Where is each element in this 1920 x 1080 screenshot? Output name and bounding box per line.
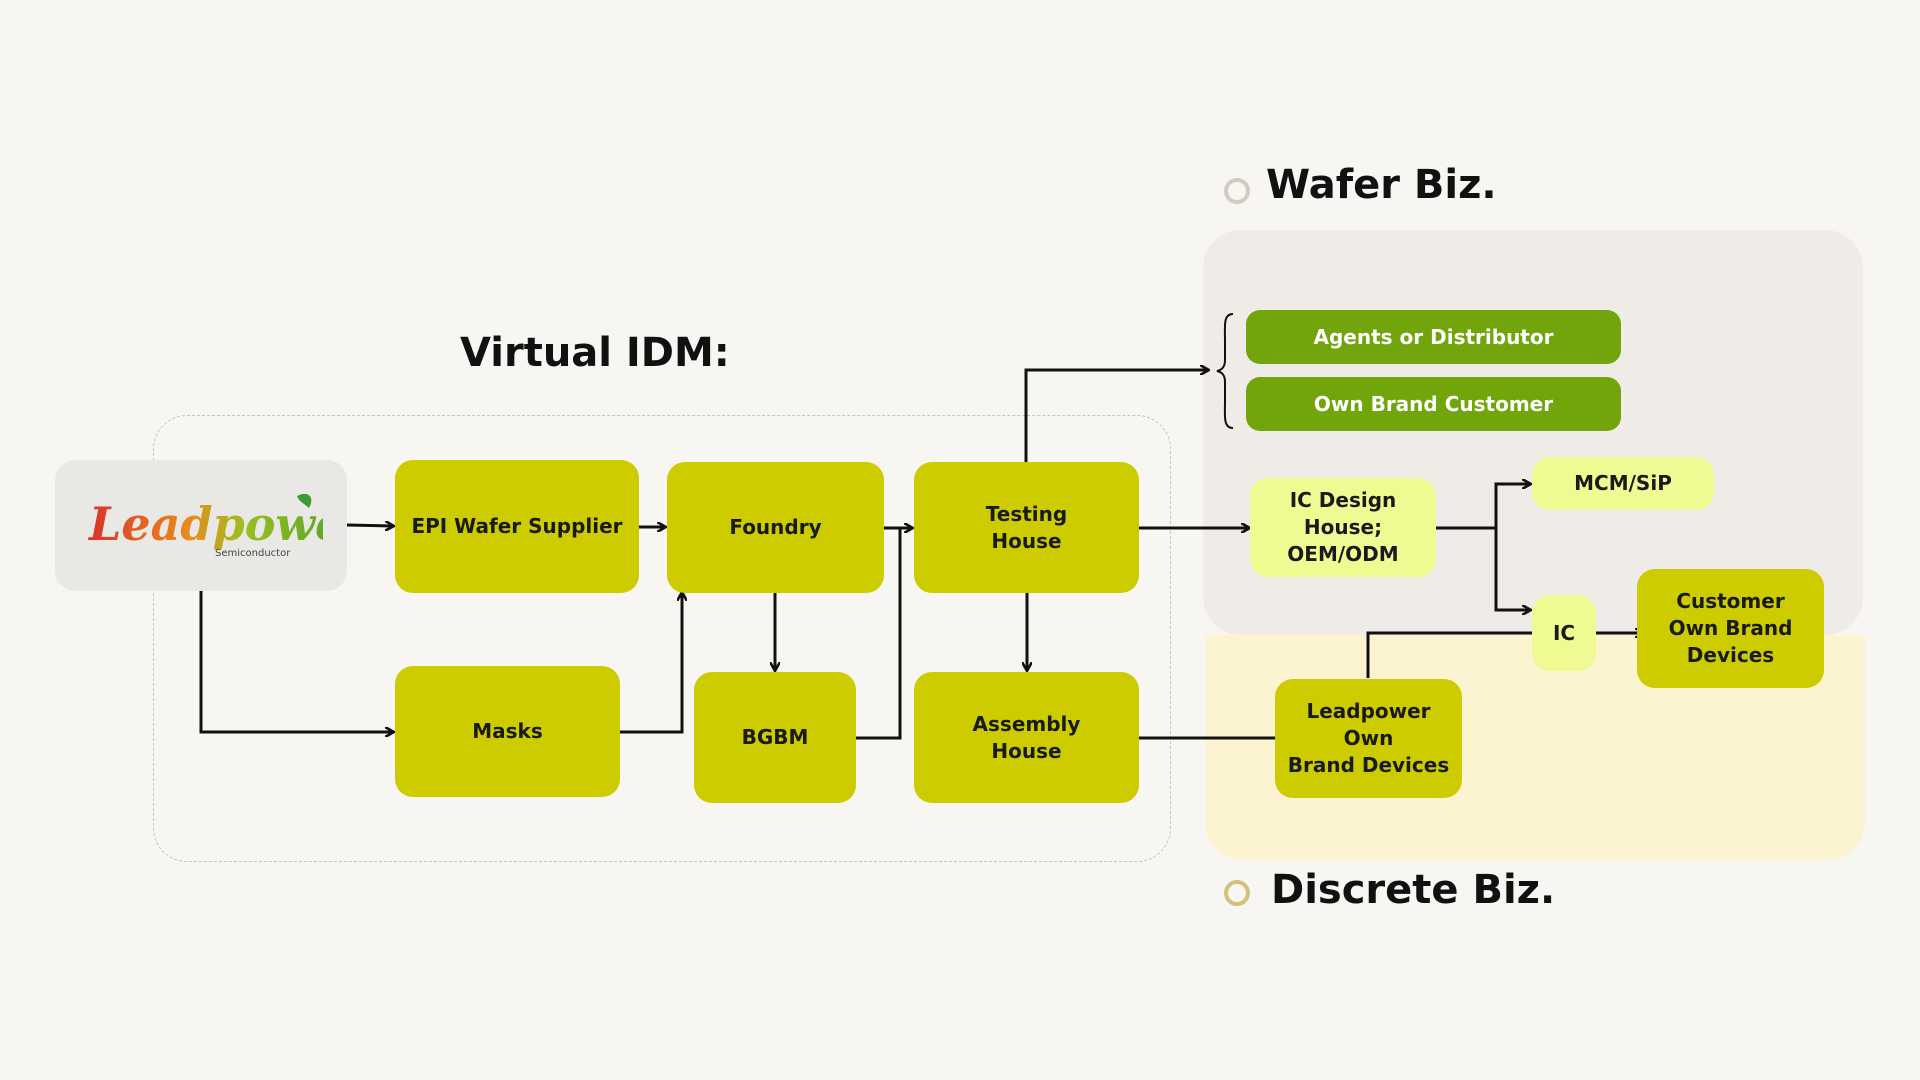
arrow-logo-to-masks <box>199 591 393 732</box>
virtual-idm-frame <box>153 415 1171 862</box>
node-label: Agents or Distributor <box>1313 324 1554 349</box>
node-label: Masks <box>472 719 543 743</box>
node-label: BGBM <box>741 725 809 749</box>
arrow-to-ic <box>1494 528 1530 610</box>
node-label: EPI Wafer Supplier <box>411 514 623 538</box>
node-label: Assembly House <box>972 711 1081 763</box>
leadpower-logo: Leadpower Semiconductor <box>87 493 323 559</box>
node-leadpower-own-brand-devices: Leadpower Own Brand Devices <box>1275 679 1462 798</box>
node-mcm-sip: MCM/SiP <box>1532 457 1714 510</box>
line-leadpower-to-ic <box>1366 631 1532 678</box>
logo-subtitle: Semiconductor <box>215 548 291 559</box>
arrow-logo-to-epi <box>346 525 393 526</box>
node-masks: Masks <box>395 666 620 797</box>
brace-icon <box>1216 313 1234 429</box>
node-label: MCM/SiP <box>1574 471 1672 495</box>
virtual-idm-title: Virtual IDM: <box>460 330 730 376</box>
node-label: Customer Own Brand Devices <box>1668 589 1793 667</box>
node-ic: IC <box>1532 595 1596 671</box>
node-label: IC <box>1552 620 1576 645</box>
leaf-icon <box>297 493 312 508</box>
node-agents-or-distributor: Agents or Distributor <box>1246 310 1621 364</box>
node-foundry: Foundry <box>667 462 884 593</box>
leadpower-logo-box: Leadpower Semiconductor <box>55 460 347 591</box>
node-label: IC Design House; OEM/ODM <box>1287 488 1399 566</box>
node-customer-own-brand-devices: Customer Own Brand Devices <box>1637 569 1824 688</box>
logo-wordmark: Leadpower <box>87 497 323 551</box>
arrow-bgbm-to-testing <box>856 528 902 740</box>
node-assembly-house: Assembly House <box>914 672 1139 803</box>
node-label: Own Brand Customer <box>1313 391 1554 416</box>
node-bgbm: BGBM <box>694 672 856 803</box>
arrow-masks-to-foundry <box>620 593 682 734</box>
arrow-testing-to-agents <box>1024 370 1208 462</box>
wafer-biz-bullet-icon <box>1224 178 1250 204</box>
discrete-biz-title: Discrete Biz. <box>1271 867 1556 913</box>
wafer-biz-title: Wafer Biz. <box>1266 162 1497 208</box>
arrow-to-mcm <box>1494 484 1530 610</box>
node-label: Testing House <box>985 501 1068 553</box>
node-label: Leadpower Own Brand Devices <box>1287 699 1450 777</box>
node-testing-house: Testing House <box>914 462 1139 593</box>
node-epi-wafer-supplier: EPI Wafer Supplier <box>395 460 639 593</box>
node-label: Foundry <box>729 515 822 539</box>
node-ic-design-house: IC Design House; OEM/ODM <box>1250 478 1436 577</box>
node-own-brand-customer: Own Brand Customer <box>1246 377 1621 431</box>
discrete-biz-bullet-icon <box>1224 880 1250 906</box>
